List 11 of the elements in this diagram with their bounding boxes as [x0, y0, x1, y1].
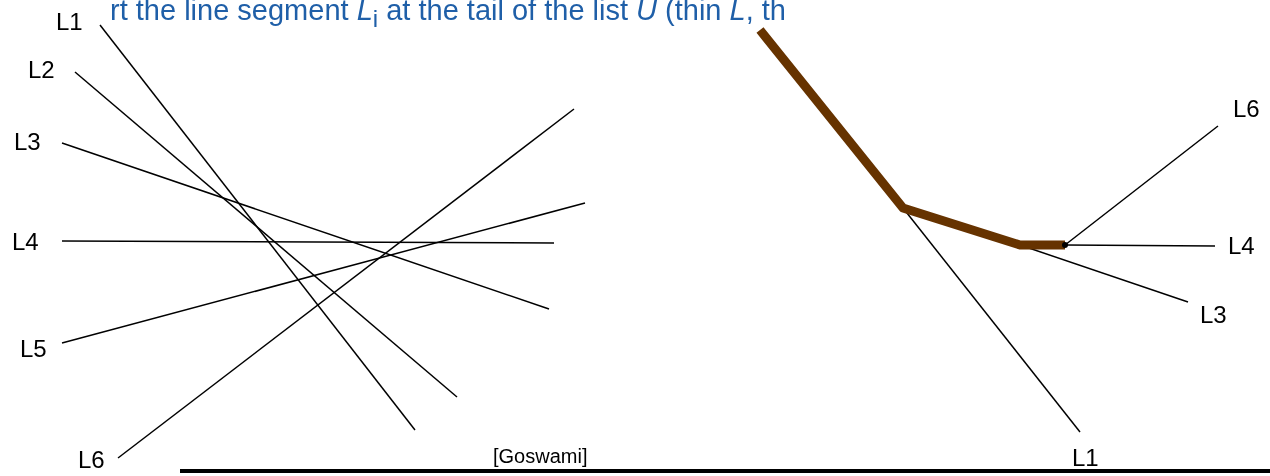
line-label: L1 — [56, 10, 83, 34]
line-label: L2 — [28, 58, 55, 82]
citation-text: [Goswami] — [493, 446, 588, 466]
line-label: L6 — [1233, 97, 1260, 121]
line-label: L6 — [78, 448, 105, 472]
line-label: L1 — [1072, 446, 1099, 470]
line-label: L5 — [20, 337, 47, 361]
line-label: L3 — [1200, 303, 1227, 327]
line-label: L4 — [12, 230, 39, 254]
line-label: L4 — [1228, 234, 1255, 258]
line-label: L3 — [14, 130, 41, 154]
